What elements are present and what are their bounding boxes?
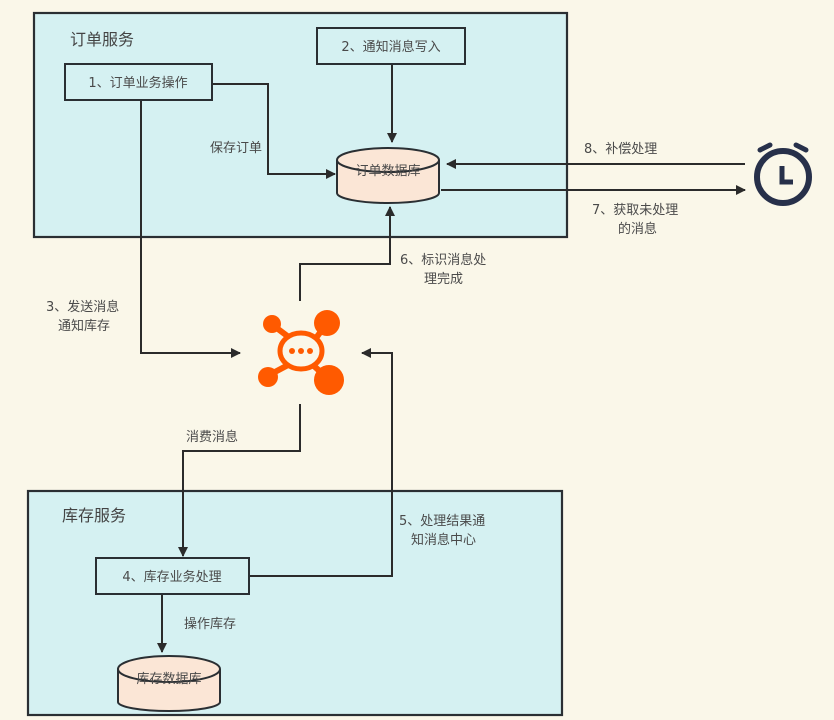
- alarm-clock-icon: [754, 142, 812, 206]
- node-order-db[interactable]: 订单数据库: [336, 147, 440, 204]
- inventory-service-title: 库存服务: [62, 506, 126, 525]
- node-inventory-business-label: 4、库存业务处理: [122, 569, 221, 585]
- node-timer[interactable]: [754, 142, 812, 206]
- edge-save-order-label: 保存订单: [210, 141, 262, 156]
- node-message-center[interactable]: [258, 310, 344, 395]
- node-order-business-label: 1、订单业务操作: [88, 75, 187, 91]
- node-inventory-business[interactable]: 4、库存业务处理: [95, 557, 250, 595]
- edge-fetch-unprocessed-label-2: 的消息: [618, 221, 657, 237]
- node-order-business[interactable]: 1、订单业务操作: [64, 63, 213, 101]
- node-notify-write-label: 2、通知消息写入: [341, 39, 440, 55]
- edge-compensate-label: 8、补偿处理: [584, 142, 657, 157]
- node-inventory-db-label: 库存数据库: [136, 671, 201, 687]
- order-service-title: 订单服务: [70, 30, 134, 49]
- node-inventory-db[interactable]: 库存数据库: [117, 655, 221, 712]
- edge-mark-done-label-1: 6、标识消息处: [400, 252, 486, 268]
- edge-fetch-unprocessed-label-1: 7、获取未处理: [592, 203, 678, 218]
- edge-send-message-label-2: 通知库存: [58, 318, 110, 334]
- edge-notify-result: [249, 348, 393, 577]
- edge-send-message-label-1: 3、发送消息: [46, 299, 119, 315]
- edge-notify-result-label-2: 知消息中心: [411, 532, 476, 548]
- edge-mark-done: [299, 206, 395, 301]
- edge-consume-message-label: 消费消息: [186, 429, 238, 445]
- edge-notify-result-label-1: 5、处理结果通: [399, 514, 485, 529]
- order-service-container: 订单服务: [32, 11, 569, 239]
- edge-send-message: [140, 101, 241, 358]
- edge-operate-inventory-label: 操作库存: [184, 616, 236, 632]
- node-notify-write[interactable]: 2、通知消息写入: [316, 27, 466, 65]
- edge-mark-done-label-2: 理完成: [424, 272, 463, 287]
- edge-save-order: [212, 83, 336, 179]
- message-hub-icon: [258, 310, 344, 395]
- node-order-db-label: 订单数据库: [355, 163, 420, 179]
- edge-consume-message: [178, 404, 301, 557]
